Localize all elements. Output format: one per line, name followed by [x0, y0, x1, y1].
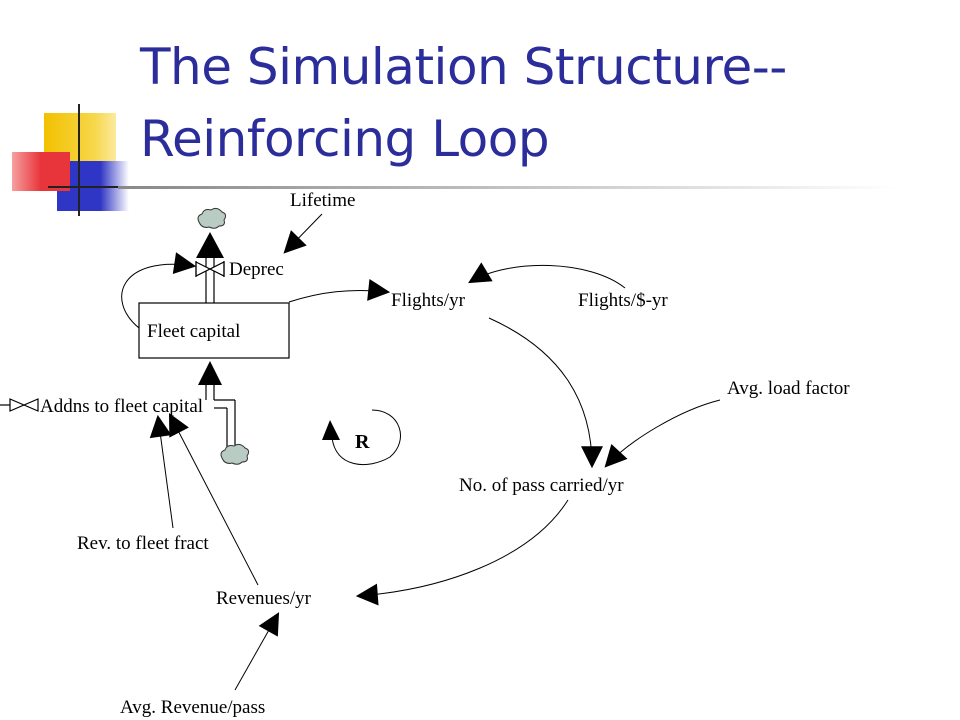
- link-fract-to-addns: [149, 414, 174, 529]
- link-flights-to-pass: [488, 317, 603, 469]
- link-lifetime-to-deprec: [283, 213, 323, 254]
- addns-valve-icon: [0, 398, 39, 412]
- deprec-flow-pipe: [196, 232, 224, 303]
- deco-red-block: [12, 152, 70, 191]
- link-flightsdollar-to-flights: [468, 262, 626, 289]
- cloud-sink-icon: [197, 207, 227, 229]
- link-avgrev-to-revenues: [234, 612, 280, 691]
- avg-revenue-pass-label: Avg. Revenue/pass: [120, 697, 265, 718]
- deprec-label: Deprec: [229, 259, 284, 280]
- loop-r-label: R: [355, 431, 370, 453]
- avg-load-factor-label: Avg. load factor: [727, 378, 850, 399]
- link-fleet-to-flights: [288, 278, 391, 303]
- fleet-capital-stock: [138, 302, 290, 359]
- pass-carried-label: No. of pass carried/yr: [459, 475, 624, 496]
- slide-title-line-2: Reinforcing Loop: [140, 110, 550, 168]
- link-loadfactor-to-pass: [604, 399, 721, 468]
- rev-to-fleet-fract-label: Rev. to fleet fract: [77, 533, 209, 554]
- flights-per-yr-label: Flights/yr: [391, 290, 466, 311]
- title-rule: [118, 186, 898, 189]
- lifetime-label: Lifetime: [290, 190, 355, 211]
- link-pass-to-revenues: [355, 499, 569, 606]
- flights-per-dollar-label: Flights/$-yr: [578, 290, 668, 311]
- deprec-valve-icon: [195, 261, 225, 277]
- reinforcing-loop-arrow: [331, 409, 401, 466]
- slide-title-line-1: The Simulation Structure--: [140, 38, 787, 96]
- fleet-capital-label: Fleet capital: [147, 321, 240, 342]
- link-revenues-to-addns: [168, 413, 259, 586]
- addns-label: Addns to fleet capital: [40, 396, 203, 417]
- revenues-label: Revenues/yr: [216, 588, 312, 609]
- link-fleet-to-deprec: [121, 252, 197, 329]
- addns-flow-pipe: [198, 361, 236, 447]
- loop-arrowhead: [322, 420, 340, 440]
- cloud-source-icon: [220, 443, 250, 465]
